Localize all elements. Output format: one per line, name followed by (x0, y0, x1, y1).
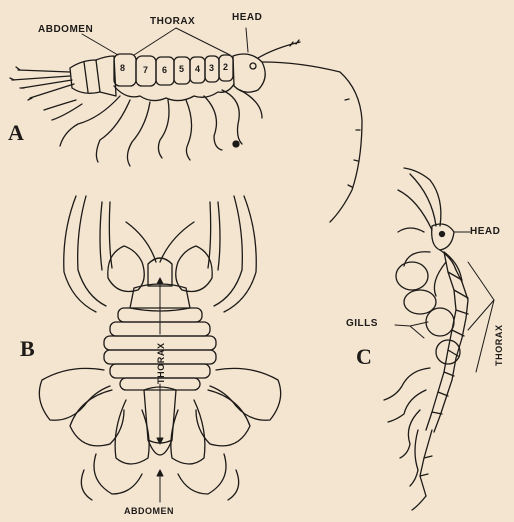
figure-a-abdomen (70, 56, 116, 96)
figure-c-head (432, 224, 454, 250)
figure-c-head-label: HEAD (470, 226, 500, 237)
figure-a-segment-6: 6 (162, 65, 167, 75)
figure-a-segment-7: 7 (143, 65, 148, 75)
figure-c-thorax-label: THORAX (494, 324, 504, 366)
figure-a-legs (44, 90, 262, 166)
figure-a-abdomen-label: ABDOMEN (38, 24, 93, 35)
figure-c-body (420, 250, 468, 496)
figure-a-head-label: HEAD (232, 12, 262, 23)
figure-a-letter: A (8, 120, 24, 146)
figure-a-antennae (258, 40, 362, 222)
figure-b-thorax-label: THORAX (156, 342, 166, 384)
figure-c-antennae (398, 168, 441, 232)
figure-b-letter: B (20, 336, 35, 362)
figure-c-drawing (384, 168, 494, 510)
figure-c-gills-label: GILLS (346, 318, 378, 329)
figure-a-segment-2: 2 (223, 62, 228, 72)
figure-b-antennae (126, 222, 194, 262)
figure-a-leader-lines (82, 28, 248, 55)
figure-a-segment-3: 3 (209, 63, 214, 73)
figure-a-thorax-label: THORAX (150, 16, 195, 27)
figure-a-segment-5: 5 (179, 64, 184, 74)
figure-a-segment-4: 4 (195, 64, 200, 74)
figure-a-drawing (10, 28, 362, 222)
figure-c-letter: C (356, 344, 372, 370)
figure-a-tail (10, 67, 74, 100)
figure-a-thorax (114, 54, 234, 101)
figure-b-abdomen-label: ABDOMEN (124, 506, 174, 516)
figure-a-segment-8: 8 (120, 63, 125, 73)
figure-a-head (233, 54, 265, 92)
